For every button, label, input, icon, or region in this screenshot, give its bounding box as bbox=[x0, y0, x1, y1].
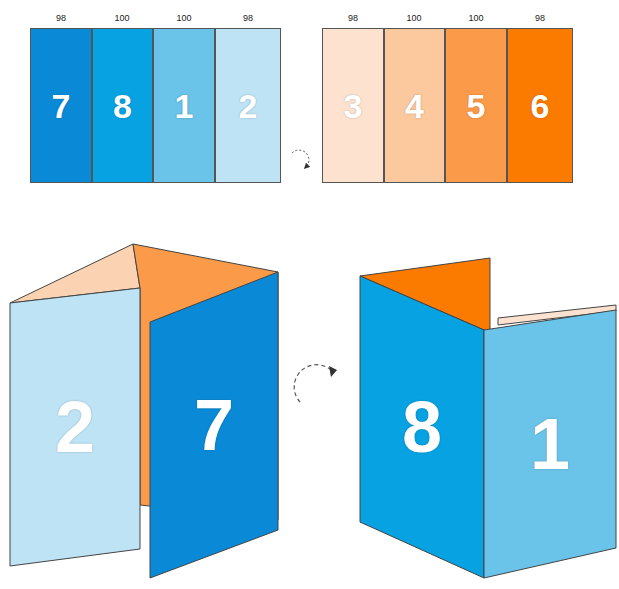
folded-panel: 7 bbox=[150, 272, 278, 578]
folded-panel: 2 bbox=[10, 288, 140, 566]
panel: 5 bbox=[445, 28, 507, 183]
panel: 6 bbox=[507, 28, 573, 183]
panel: 4 bbox=[384, 28, 445, 183]
dimension-label: 100 bbox=[176, 14, 191, 23]
panel-number: 2 bbox=[239, 89, 258, 123]
dimension-label: 98 bbox=[56, 14, 66, 23]
panel-number: 1 bbox=[175, 89, 194, 123]
panel: 3 bbox=[322, 28, 384, 183]
dimension-label: 98 bbox=[243, 14, 253, 23]
panel-number: 6 bbox=[531, 89, 550, 123]
folded-panel: 1 bbox=[484, 310, 616, 578]
folded-panel: 8 bbox=[360, 276, 484, 578]
rotate-icon bbox=[294, 365, 333, 402]
panel-number: 8 bbox=[113, 89, 132, 123]
panel-number: 7 bbox=[52, 89, 71, 123]
dimension-label: 100 bbox=[468, 14, 483, 23]
panel-number: 7 bbox=[194, 389, 234, 461]
panel-number: 5 bbox=[467, 89, 486, 123]
panel-number: 2 bbox=[55, 391, 95, 463]
panel-number: 8 bbox=[402, 391, 442, 463]
panel-shape bbox=[150, 272, 278, 578]
dimension-label: 98 bbox=[535, 14, 545, 23]
panel: 8 bbox=[92, 28, 153, 183]
dimension-label: 100 bbox=[114, 14, 129, 23]
rotate-icon bbox=[292, 150, 309, 167]
panel-shape bbox=[484, 310, 616, 578]
panel-number: 3 bbox=[344, 89, 363, 123]
dimension-label: 98 bbox=[348, 14, 358, 23]
panel-shape bbox=[360, 276, 484, 578]
panel: 1 bbox=[153, 28, 215, 183]
panel-number: 1 bbox=[530, 408, 570, 480]
rotate-arrowhead bbox=[329, 366, 337, 377]
dimension-label: 100 bbox=[406, 14, 421, 23]
panel-number: 4 bbox=[405, 89, 424, 123]
panel-shape bbox=[10, 288, 140, 566]
panel: 2 bbox=[215, 28, 281, 183]
panel: 7 bbox=[30, 28, 92, 183]
